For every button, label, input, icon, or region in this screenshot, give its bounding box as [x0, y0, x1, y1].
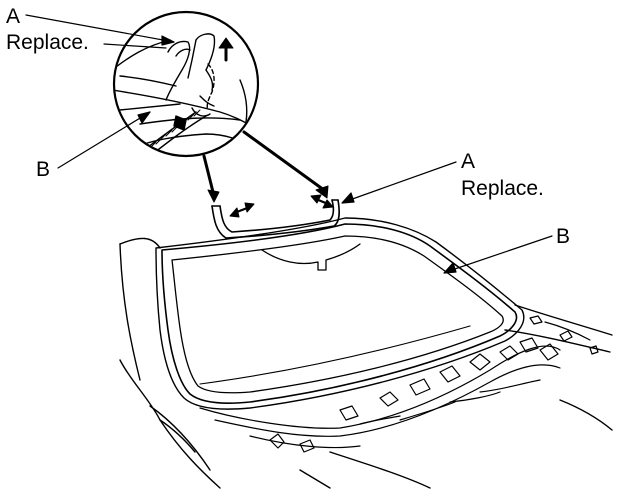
movement-arrows — [229, 194, 334, 218]
molding-outer — [161, 223, 518, 404]
detail-connectors — [202, 130, 329, 203]
leader-arrows — [25, 14, 553, 274]
car-body — [119, 237, 613, 489]
windshield — [155, 217, 525, 410]
callout-a-top-note: Replace. — [6, 31, 89, 54]
callout-b-right-letter: B — [556, 225, 571, 248]
leader-b-left — [57, 111, 151, 169]
leader-a-right — [343, 161, 457, 203]
glass-edge — [171, 235, 504, 394]
leader-b-right — [445, 235, 553, 273]
callout-b-left-letter: B — [36, 158, 51, 181]
upper-molding-piece — [211, 199, 340, 239]
leader-a-top — [25, 14, 175, 43]
callout-a-top-letter: A — [6, 5, 21, 28]
mirror-mount — [261, 243, 361, 271]
leader-replace-top — [103, 43, 167, 49]
callout-a-right-note: Replace. — [461, 177, 544, 200]
detail-magnifier-circle — [112, 10, 260, 158]
callout-a-right-letter: A — [461, 150, 476, 173]
glass-reflection — [199, 325, 471, 385]
cowl-area — [199, 315, 599, 453]
molding-outer-2 — [155, 217, 525, 410]
